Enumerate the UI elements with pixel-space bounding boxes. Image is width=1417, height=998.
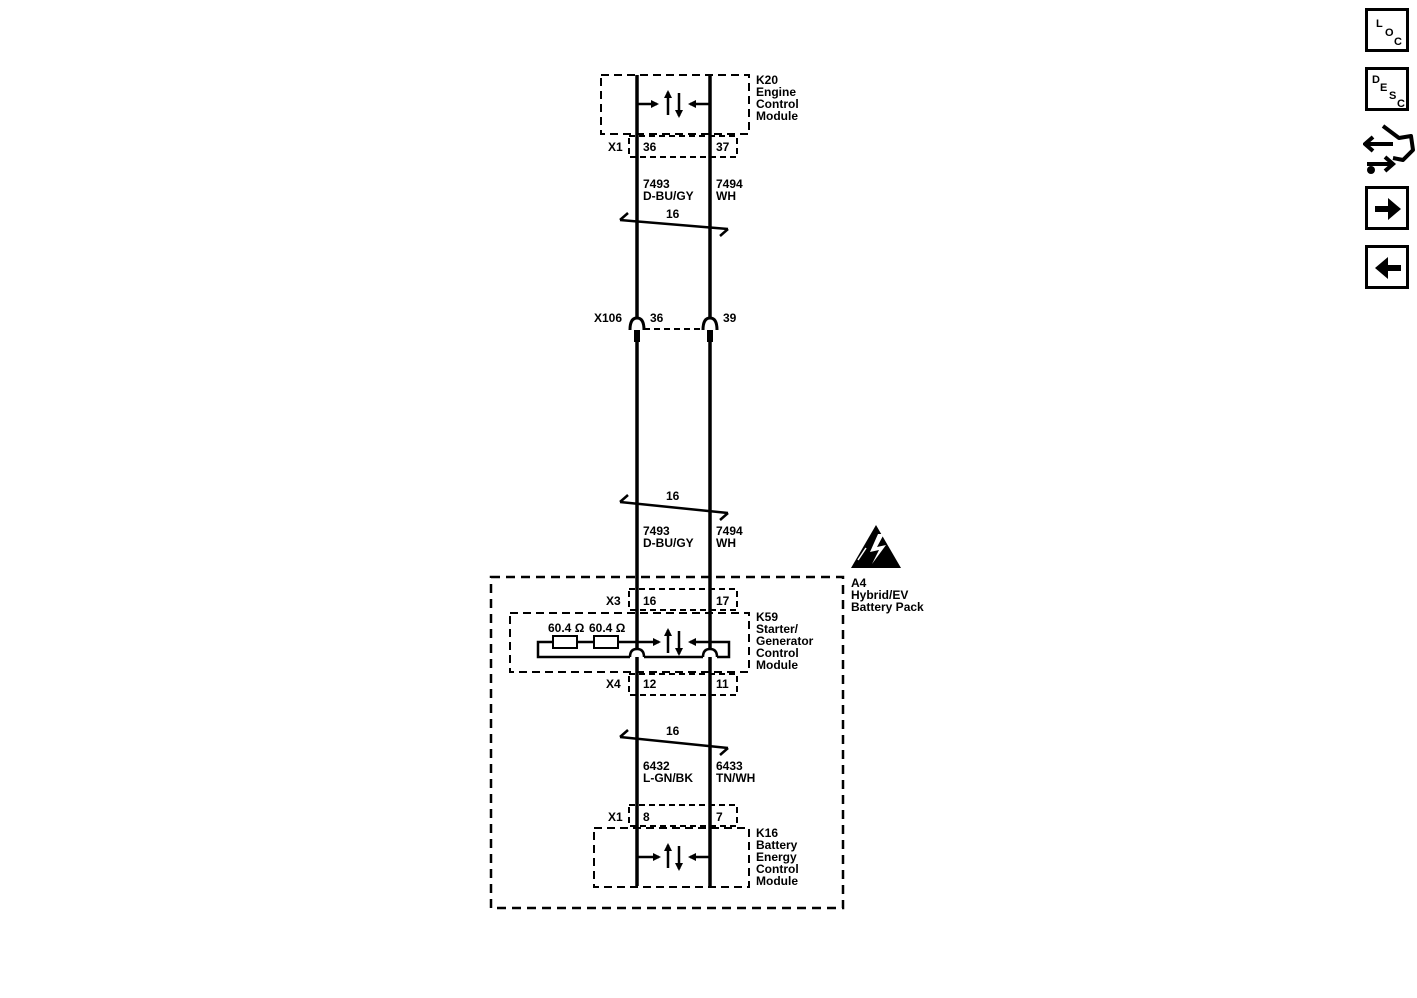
- loc-button[interactable]: L O C: [1365, 8, 1409, 52]
- k20-connector-id: X1: [608, 140, 623, 154]
- upper-left-color: D-BU/GY: [643, 189, 694, 203]
- middle-right-color: WH: [716, 536, 736, 550]
- k20-name-3: Module: [756, 109, 798, 123]
- x106-id: X106: [594, 311, 622, 325]
- desc-button[interactable]: D E S C: [1365, 67, 1409, 111]
- lower-right-circuit: 6433: [716, 759, 743, 773]
- k59-starter-generator-control-module: 60.4 Ω 60.4 Ω K59 Starter/ Generator Con…: [509, 610, 814, 673]
- x106-pin-left: 36: [650, 311, 664, 325]
- connector-view-button[interactable]: [1361, 124, 1415, 176]
- k20-connector-x1: X1 36 37: [608, 135, 738, 158]
- k16-name-1: Battery: [756, 838, 798, 852]
- loc-icon: L O C: [1376, 18, 1402, 48]
- upper-right-circuit: 7494: [716, 177, 743, 191]
- k20-engine-control-module: K20 Engine Control Module: [600, 73, 799, 135]
- x3-id: X3: [606, 594, 621, 608]
- back-arrow-icon: [1375, 257, 1401, 279]
- middle-wire-labels: 7493 D-BU/GY 7494 WH: [643, 524, 743, 550]
- svg-text:C: C: [1397, 98, 1405, 110]
- upper-wire-labels: 7493 D-BU/GY 7494 WH: [643, 177, 743, 203]
- x106-pin-right: 39: [723, 311, 737, 325]
- middle-left-color: D-BU/GY: [643, 536, 694, 550]
- k16-name-4: Module: [756, 874, 798, 888]
- middle-left-circuit: 7493: [643, 524, 670, 538]
- a4-battery-pack: A4 Hybrid/EV Battery Pack: [489, 575, 924, 910]
- k59-connector-x4: X4 12 11: [606, 673, 738, 696]
- wire-pair: [635, 75, 712, 886]
- upper-twist-label: 16: [666, 207, 680, 221]
- svg-text:D: D: [1372, 74, 1380, 86]
- high-voltage-warning-icon: [851, 525, 901, 568]
- a4-name-1: Hybrid/EV: [851, 588, 908, 602]
- desc-icon: D E S C: [1372, 74, 1405, 110]
- back-button[interactable]: [1365, 245, 1409, 289]
- connector-hand-icon: [1361, 124, 1415, 174]
- middle-twist-label: 16: [666, 489, 680, 503]
- x4-pin-left: 12: [643, 677, 657, 691]
- k59-ref: K59: [756, 610, 778, 624]
- next-arrow-icon: [1375, 198, 1401, 220]
- k16-battery-energy-control-module: K16 Battery Energy Control Module: [593, 826, 799, 888]
- k16-name-3: Control: [756, 862, 799, 876]
- x3-pin-right: 17: [716, 594, 730, 608]
- k16-pin-right: 7: [716, 810, 723, 824]
- k20-pin-left: 36: [643, 140, 657, 154]
- k20-pin-right: 37: [716, 140, 730, 154]
- k20-name-2: Control: [756, 97, 799, 111]
- svg-text:S: S: [1389, 90, 1396, 102]
- lower-right-color: TN/WH: [716, 771, 755, 785]
- upper-twist-marker: 16: [619, 207, 729, 237]
- k59-connector-x3: X3 16 17: [606, 588, 738, 611]
- k16-connector-x1: X1 8 7: [608, 804, 738, 827]
- lower-twist-marker: 16: [619, 724, 729, 756]
- resistor-1-label: 60.4 Ω: [548, 621, 585, 635]
- lower-twist-label: 16: [666, 724, 680, 738]
- lower-left-circuit: 6432: [643, 759, 670, 773]
- k59-name-1: Starter/: [756, 622, 799, 636]
- k59-name-4: Module: [756, 658, 798, 672]
- resistor-2: [593, 635, 619, 649]
- svg-text:O: O: [1385, 27, 1394, 39]
- k59-name-3: Control: [756, 646, 799, 660]
- x4-pin-right: 11: [716, 677, 729, 691]
- a4-ref: A4: [851, 576, 867, 590]
- x4-id: X4: [606, 677, 621, 691]
- svg-text:C: C: [1394, 36, 1402, 48]
- k20-ref: K20: [756, 73, 778, 87]
- upper-right-color: WH: [716, 189, 736, 203]
- next-button[interactable]: [1365, 186, 1409, 230]
- middle-twist-marker: 16: [619, 489, 729, 521]
- svg-text:E: E: [1380, 82, 1387, 94]
- middle-right-circuit: 7494: [716, 524, 743, 538]
- a4-name-2: Battery Pack: [851, 600, 924, 614]
- resistor-2-label: 60.4 Ω: [589, 621, 626, 635]
- upper-left-circuit: 7493: [643, 177, 670, 191]
- inline-connector-x106: X106 36 39: [594, 311, 737, 342]
- k16-ref: K16: [756, 826, 778, 840]
- lower-left-color: L-GN/BK: [643, 771, 693, 785]
- k59-name-2: Generator: [756, 634, 814, 648]
- k20-name-1: Engine: [756, 85, 796, 99]
- k16-pin-left: 8: [643, 810, 650, 824]
- resistor-1: [552, 635, 578, 649]
- k16-name-2: Energy: [756, 850, 797, 864]
- x3-pin-left: 16: [643, 594, 657, 608]
- lower-wire-labels: 6432 L-GN/BK 6433 TN/WH: [643, 759, 755, 785]
- svg-text:L: L: [1376, 18, 1383, 30]
- k16-connector-id: X1: [608, 810, 623, 824]
